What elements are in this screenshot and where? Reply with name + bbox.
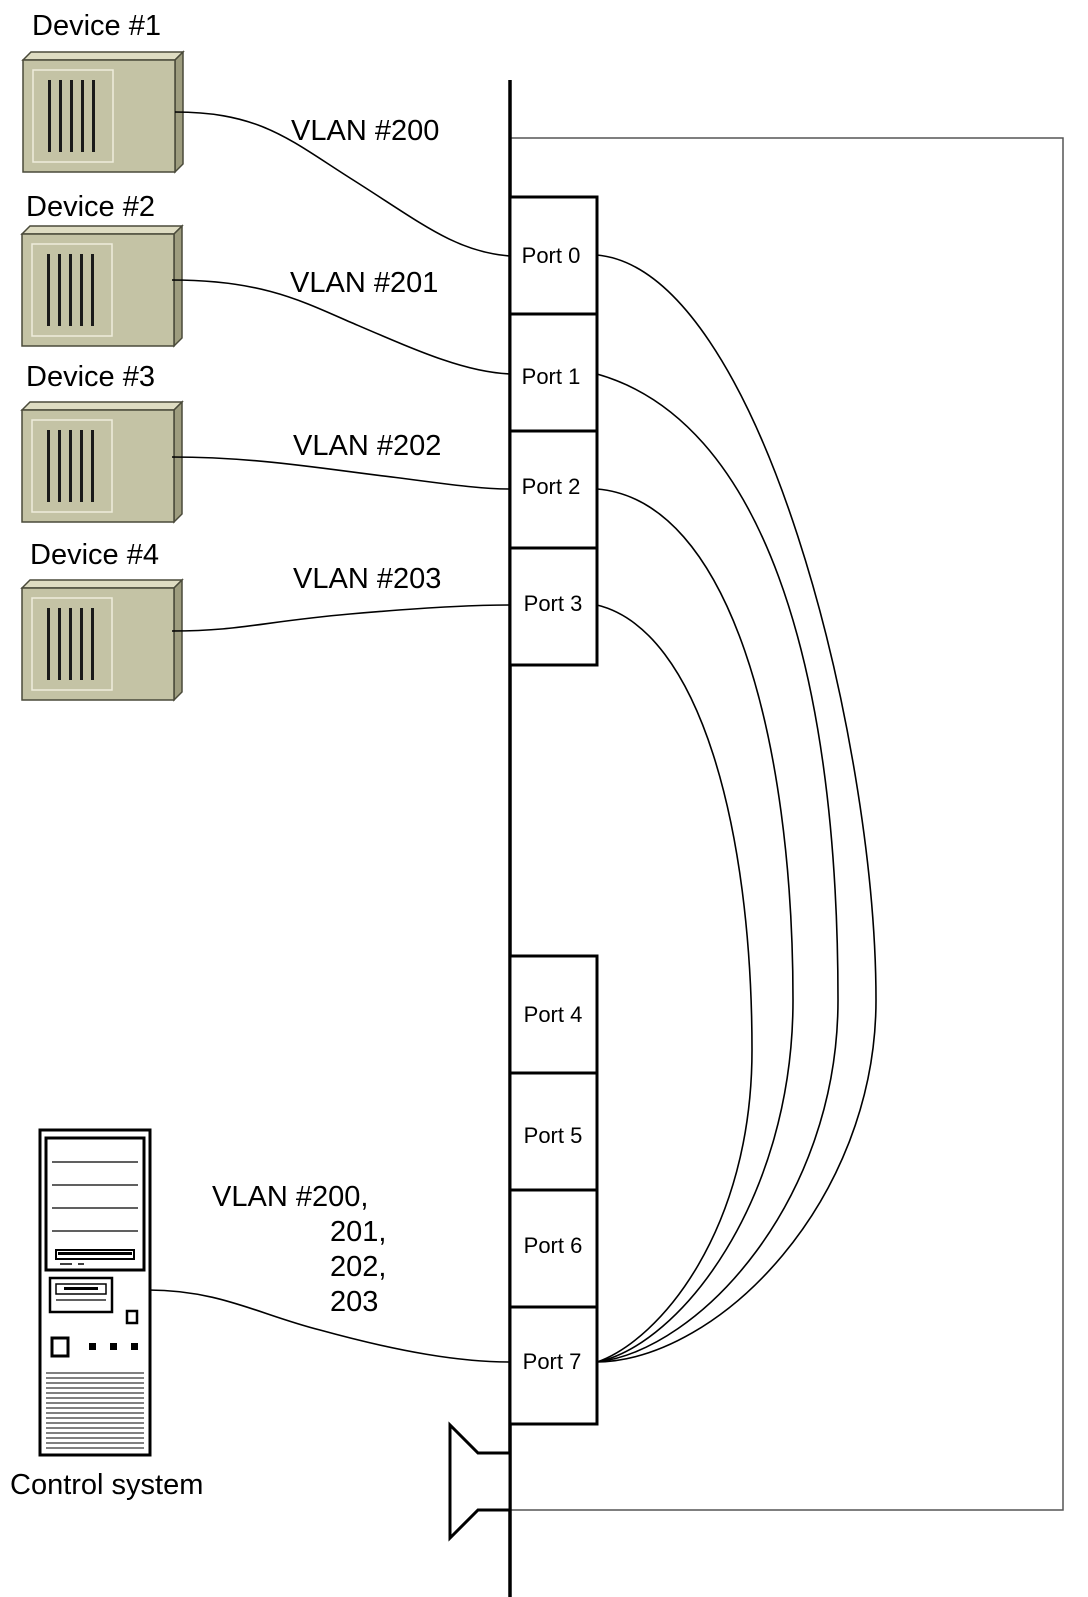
- loop-port-1-port-7: [596, 373, 839, 1363]
- device-1-label: Device #1: [32, 10, 161, 42]
- port-3-box: [508, 546, 599, 667]
- device-3-icon: [21, 401, 183, 523]
- port-2-box: [508, 429, 599, 550]
- port-0-label: Port 0: [522, 243, 581, 268]
- trunk-vlan-line-2: 201,: [330, 1216, 386, 1248]
- port-1-label: Port 1: [522, 364, 581, 389]
- device-1-icon: [22, 51, 184, 173]
- control-system-label: Control system: [10, 1469, 203, 1501]
- device-2-icon: [21, 225, 183, 347]
- port-3-label: Port 3: [524, 591, 583, 616]
- port-4-label: Port 4: [524, 1002, 583, 1027]
- port-6-box: [508, 1188, 599, 1309]
- loop-port-2-port-7: [596, 488, 794, 1363]
- loop-port-3-port-7: [596, 604, 753, 1363]
- port-2-label: Port 2: [522, 474, 581, 499]
- port-7-label: Port 7: [523, 1349, 582, 1374]
- port-6-label: Port 6: [524, 1233, 583, 1258]
- wire-device-1-port-0: [174, 111, 511, 257]
- switch-enclosure: [510, 137, 1064, 1511]
- vlan-203-label: VLAN #203: [293, 563, 441, 595]
- trunk-vlan-line-4: 203: [330, 1286, 378, 1318]
- port-5-box: [508, 1071, 599, 1192]
- port-7-box: [508, 1305, 599, 1426]
- wire-device-2-port-1: [171, 279, 511, 375]
- device-2-label: Device #2: [26, 191, 155, 223]
- device-3-label: Device #3: [26, 361, 155, 393]
- port-5-label: Port 5: [524, 1123, 583, 1148]
- speaker-icon: [448, 1421, 512, 1542]
- device-4-icon: [21, 579, 183, 701]
- vlan-201-label: VLAN #201: [290, 267, 438, 299]
- wire-device-3-port-2: [171, 456, 511, 490]
- wire-device-4-port-3: [171, 604, 511, 632]
- device-4-label: Device #4: [30, 539, 159, 571]
- port-4-box: [508, 954, 599, 1075]
- wire-control-port-7: [147, 1289, 511, 1363]
- port-0-box: [508, 195, 599, 316]
- control-system-icon: [38, 1128, 152, 1457]
- vlan-202-label: VLAN #202: [293, 430, 441, 462]
- trunk-vlan-line-1: VLAN #200,: [212, 1181, 368, 1213]
- loop-port-0-port-7: [596, 254, 877, 1363]
- vlan-200-label: VLAN #200: [291, 115, 439, 147]
- trunk-vlan-line-3: 202,: [330, 1251, 386, 1283]
